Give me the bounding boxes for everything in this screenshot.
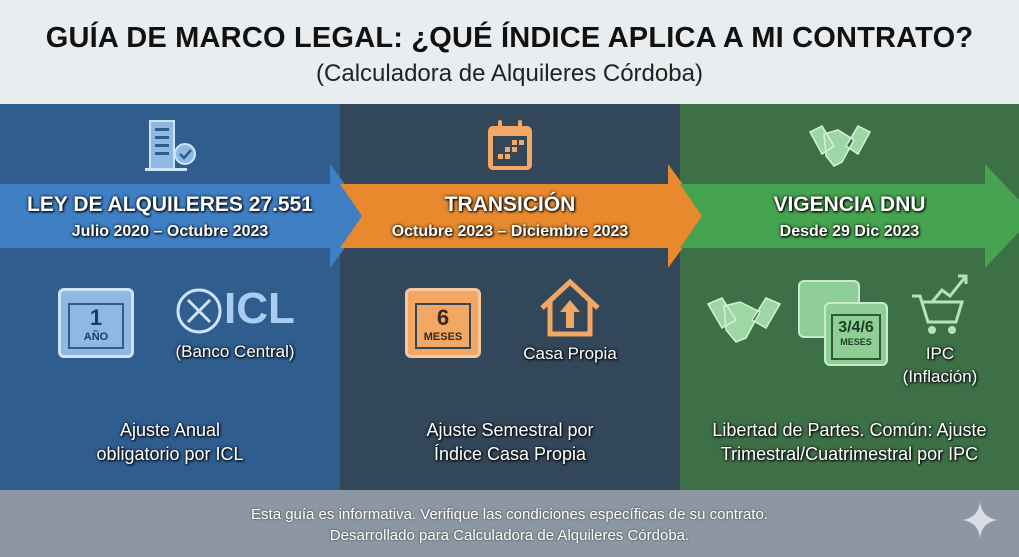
- index-source: (Banco Central): [175, 342, 295, 361]
- calendar-unit: MESES: [423, 331, 463, 343]
- calendar-number: 6: [436, 305, 450, 330]
- calendar-number: 1: [89, 305, 103, 330]
- stage-description: Índice Casa Propia: [433, 444, 587, 464]
- calendar-3-4-6-months-icon: 3/4/6 MESES: [824, 302, 888, 366]
- stage-title: TRANSICIÓN: [444, 193, 576, 216]
- calendar-icon: [488, 120, 532, 170]
- stage-dates: Octubre 2023 – Diciembre 2023: [391, 223, 629, 240]
- calendar-unit: MESES: [840, 337, 872, 347]
- handshake-icon: [706, 297, 782, 343]
- calendar-unit: AÑO: [83, 331, 109, 343]
- header: GUÍA DE MARCO LEGAL: ¿QUÉ ÍNDICE APLICA …: [0, 0, 1019, 104]
- stage-dates: Desde 29 Dic 2023: [779, 223, 920, 240]
- footer: Esta guía es informativa. Verifique las …: [0, 490, 1019, 557]
- handshake-icon: [808, 125, 872, 167]
- stage-description: Trimestral/Cuatrimestral por IPC: [720, 444, 979, 464]
- footer-credit: Desarrollado para Calculadora de Alquile…: [329, 527, 690, 544]
- calendar-6-months-icon: 6 MESES: [405, 288, 481, 358]
- stage-title: VIGENCIA DNU: [773, 193, 926, 216]
- building-check-icon: [145, 120, 196, 171]
- page-subtitle: (Calculadora de Alquileres Córdoba): [316, 60, 703, 87]
- index-label: IPC: [925, 344, 955, 363]
- index-label: Casa Propia: [523, 344, 617, 363]
- arrow-stage-3: [680, 164, 1019, 268]
- arrow-stage-2: [340, 164, 706, 268]
- house-arrow-icon: [540, 278, 600, 337]
- timeline-arrows: [0, 164, 1019, 268]
- stage-description: Ajuste Anual: [119, 420, 221, 440]
- stage-description: Ajuste Semestral por: [426, 420, 594, 440]
- calendar-1-year-icon: 1 AÑO: [58, 288, 134, 358]
- banco-central-seal-icon: [176, 288, 222, 334]
- stage-dates: Julio 2020 – Octubre 2023: [71, 223, 269, 240]
- footer-disclaimer: Esta guía es informativa. Verifique las …: [251, 506, 768, 523]
- index-label: (Inflación): [902, 367, 978, 386]
- icl-logo: ICL: [224, 284, 295, 333]
- stage-description: Libertad de Partes. Común: Ajuste: [712, 420, 987, 440]
- arrow-stage-1: [0, 164, 368, 268]
- calendar-number: 3/4/6: [838, 319, 874, 336]
- stage-title: LEY DE ALQUILERES 27.551: [27, 193, 313, 216]
- sparkle-icon: [962, 502, 998, 538]
- stage-description: obligatorio por ICL: [96, 444, 244, 464]
- cart-trend-icon: [912, 274, 968, 334]
- page-title: GUÍA DE MARCO LEGAL: ¿QUÉ ÍNDICE APLICA …: [45, 22, 974, 54]
